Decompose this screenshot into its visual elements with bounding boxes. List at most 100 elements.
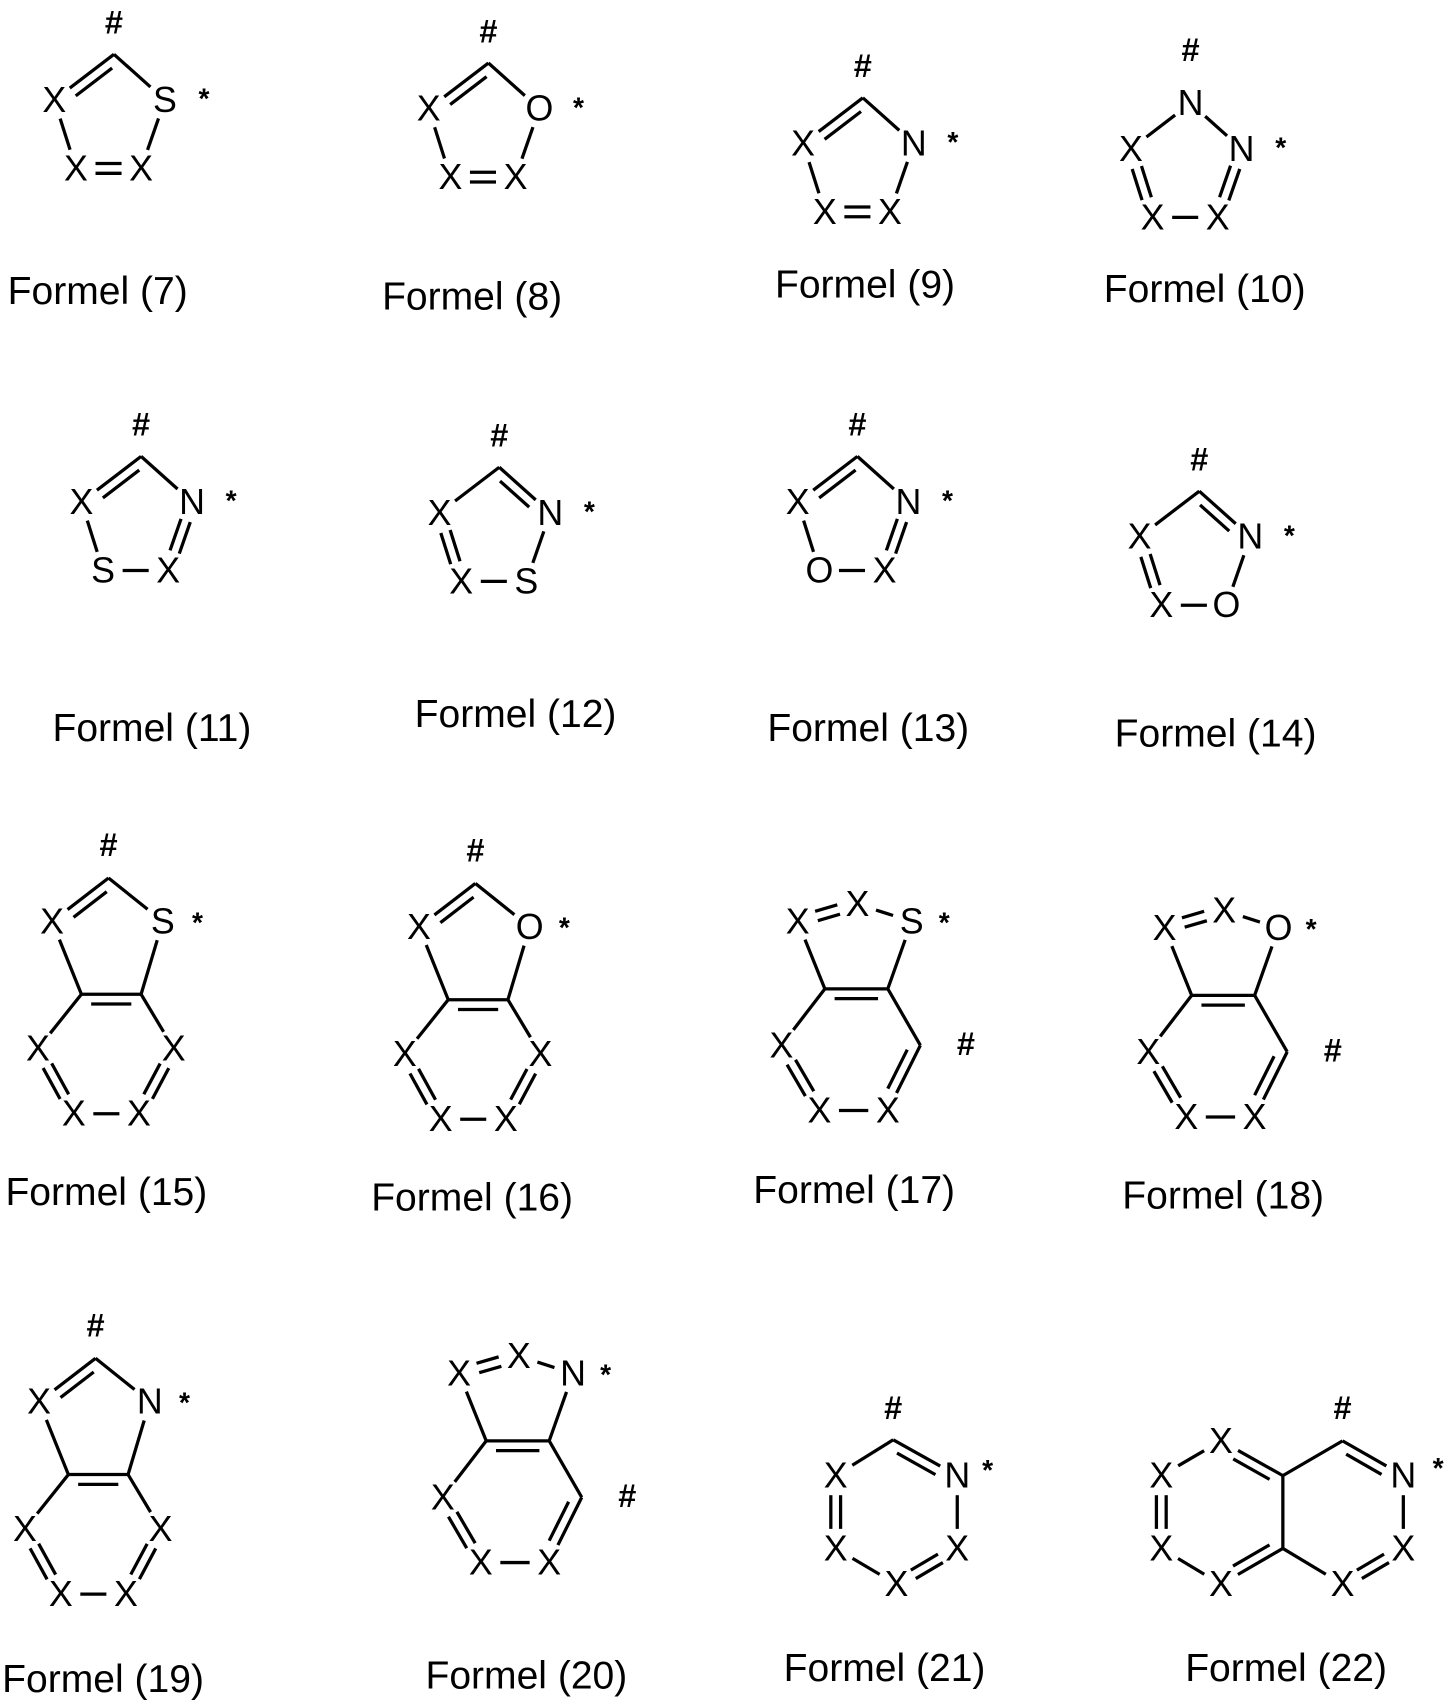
atom-label: X: [407, 907, 431, 947]
hash-marker: #: [479, 13, 497, 49]
star-marker: *: [179, 1387, 190, 1419]
formula-12: XNXS#*Formel (12): [415, 418, 617, 736]
bond-line: [1178, 1559, 1204, 1575]
atom-label: S: [900, 901, 924, 941]
atom-label: X: [62, 1094, 86, 1134]
atom-label: X: [504, 157, 528, 197]
bond-line: [818, 914, 840, 920]
hash-marker: #: [105, 5, 123, 41]
atom-label: X: [1128, 517, 1152, 557]
atom-label: X: [1153, 908, 1177, 948]
atom-label: N: [179, 482, 205, 522]
bond-line: [141, 456, 177, 489]
bond-line: [804, 521, 814, 552]
hash-marker: #: [99, 827, 117, 863]
formula-label: Formel (12): [415, 693, 617, 736]
formula-label: Formel (16): [371, 1176, 573, 1219]
atom-label: X: [878, 192, 902, 232]
atom-label: N: [560, 1353, 586, 1393]
formula-9: XNXX#*Formel (9): [775, 48, 958, 307]
bond-line: [479, 1366, 501, 1372]
bond-line: [476, 1357, 498, 1363]
atom-label: X: [447, 1353, 471, 1393]
bond-line: [1141, 166, 1151, 197]
hash-marker: #: [854, 48, 872, 84]
atom-label: X: [27, 1382, 51, 1422]
star-marker: *: [1275, 132, 1286, 164]
bond-line: [441, 533, 451, 564]
formula-label: Formel (7): [8, 270, 188, 313]
bond-line: [1150, 554, 1160, 585]
bond-line: [435, 127, 445, 158]
hash-marker: #: [86, 1308, 104, 1344]
bond-line: [426, 945, 448, 1000]
formula-15: XSXXXX#*Formel (15): [5, 827, 207, 1214]
formula-18: XXOXXX#*Formel (18): [1122, 891, 1342, 1218]
formula-label: Formel (9): [775, 264, 955, 307]
atom-label: X: [786, 901, 810, 941]
bond-line: [50, 994, 81, 1033]
atom-label: X: [393, 1034, 417, 1074]
atom-label: X: [876, 1090, 900, 1130]
atom-label: X: [873, 550, 897, 590]
atom-label: X: [162, 1029, 186, 1069]
bond-line: [1185, 921, 1207, 927]
bond-line: [455, 1441, 487, 1482]
bond-line: [1233, 555, 1244, 587]
atom-label: N: [137, 1382, 163, 1422]
bond-line: [37, 1475, 68, 1514]
hash-marker: #: [132, 407, 150, 443]
bond-line: [897, 1453, 935, 1475]
formula-16: XOXXXX#*Formel (16): [371, 833, 573, 1220]
bond-line: [886, 519, 897, 551]
bond-line: [61, 1372, 94, 1398]
atom-label: N: [1178, 83, 1204, 123]
bond-line: [1343, 1441, 1387, 1466]
bond-line: [888, 1050, 907, 1089]
formula-19: XNXXXX#*Formel (19): [2, 1308, 204, 1701]
atom-label: X: [129, 148, 153, 188]
bond-line: [1263, 1052, 1287, 1100]
atom-label: X: [417, 89, 441, 129]
bond-line: [819, 470, 855, 498]
formula-label: Formel (20): [425, 1655, 627, 1698]
atom-label: X: [824, 1456, 848, 1496]
bond-line: [825, 112, 861, 140]
bond-line: [179, 522, 190, 554]
atom-label: S: [153, 80, 177, 120]
atom-label: X: [438, 157, 462, 197]
atom-label: N: [537, 493, 563, 533]
star-marker: *: [1306, 913, 1317, 945]
atom-label: X: [49, 1574, 73, 1614]
atom-label: X: [42, 80, 66, 120]
bond-line: [549, 1441, 582, 1498]
atom-label: X: [537, 1542, 561, 1582]
atom-label: O: [525, 89, 553, 129]
bond-line: [1233, 1459, 1269, 1479]
hash-marker: #: [618, 1478, 636, 1514]
bond-line: [522, 127, 533, 159]
atom-label: S: [91, 550, 115, 590]
atom-label: X: [1141, 197, 1165, 237]
atom-label: X: [813, 192, 837, 232]
bond-line: [897, 1045, 921, 1093]
bond-line: [1205, 116, 1227, 136]
bond-line: [888, 940, 905, 989]
star-marker: *: [573, 91, 584, 123]
atom-label: S: [151, 901, 175, 941]
bond-line: [793, 989, 825, 1030]
bond-line: [475, 883, 514, 914]
atom-label: X: [845, 884, 869, 924]
atom-label: X: [494, 1099, 518, 1139]
bond-line: [549, 1502, 568, 1541]
bond-line: [500, 481, 529, 507]
atom-label: X: [114, 1574, 138, 1614]
atom-label: X: [469, 1542, 493, 1582]
atom-label: X: [1209, 1421, 1233, 1461]
atom-label: N: [895, 482, 921, 522]
formula-label: Formel (15): [5, 1171, 207, 1214]
bond-line: [440, 897, 473, 923]
formula-20: XXNXXX#*Formel (20): [425, 1336, 636, 1698]
bond-line: [1238, 1548, 1283, 1574]
